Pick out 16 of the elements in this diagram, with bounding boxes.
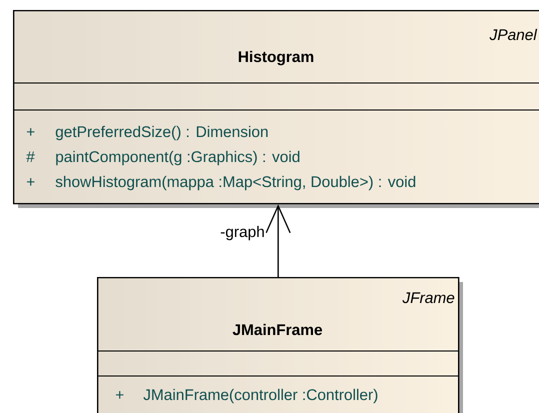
edge-label: -graph bbox=[219, 224, 266, 242]
class-box bbox=[13, 10, 539, 208]
class-name: JMainFrame bbox=[232, 324, 322, 336]
member-signature: showHistogram(mappa :Map<String, Double>) : void bbox=[56, 176, 416, 190]
visibility-marker: # bbox=[26, 151, 35, 162]
visibility-marker: + bbox=[26, 178, 34, 186]
class-name: Histogram bbox=[238, 50, 314, 66]
class-box bbox=[97, 277, 463, 413]
visibility-marker: + bbox=[116, 391, 124, 399]
stereotype-label: JFrame bbox=[402, 292, 454, 304]
member-signature: getPreferredSize() : Dimension bbox=[56, 126, 268, 140]
association-arrow bbox=[266, 204, 291, 277]
member-signature: paintComponent(g :Graphics) : void bbox=[56, 150, 300, 166]
stereotype-label: JPanel bbox=[490, 28, 538, 40]
member-signature: JMainFrame(controller :Controller) bbox=[143, 388, 378, 404]
visibility-marker: + bbox=[26, 128, 34, 136]
